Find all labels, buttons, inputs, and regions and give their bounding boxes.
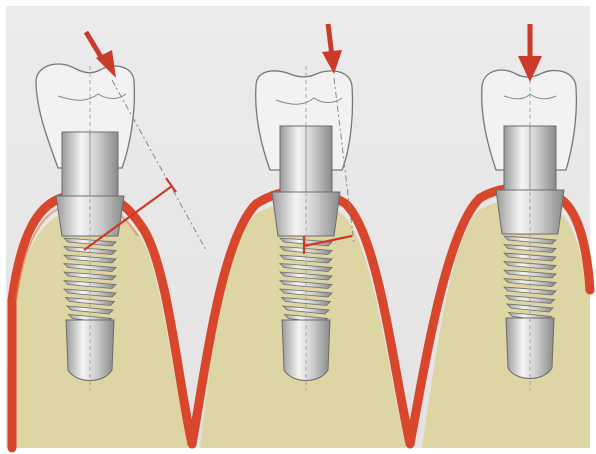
implant-apex: [282, 320, 330, 381]
implant-apex: [66, 320, 114, 381]
